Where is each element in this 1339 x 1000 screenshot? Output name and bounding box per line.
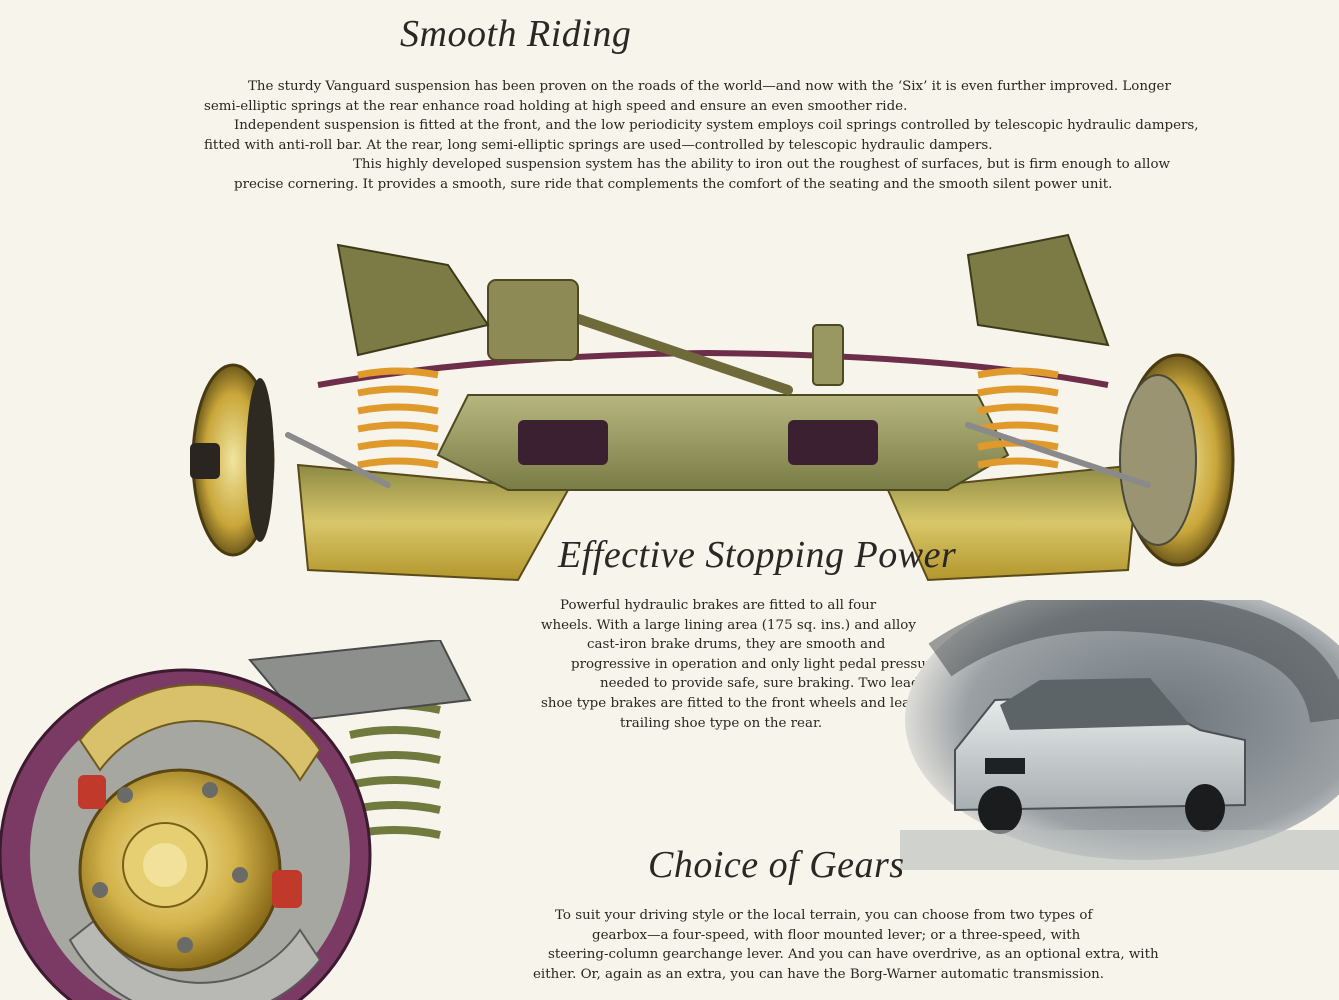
stopping-power-heading: Effective Stopping Power: [558, 534, 957, 576]
smooth-riding-heading: Smooth Riding: [400, 13, 632, 55]
text-line: precise cornering. It provides a smooth,…: [234, 176, 1113, 192]
text-line: semi-elliptic springs at the rear enhanc…: [204, 98, 908, 114]
smooth-riding-text: The sturdy Vanguard suspension has been …: [0, 77, 1339, 195]
text-line: trailing shoe type on the rear.: [620, 715, 823, 731]
brake-drum-illustration: [0, 640, 472, 1000]
choice-of-gears-heading: Choice of Gears: [648, 844, 905, 886]
stopping-power-text: Powerful hydraulic brakes are fitted to …: [0, 596, 970, 733]
text-line: wheels. With a large lining area (175 sq…: [541, 617, 916, 633]
text-line: shoe type brakes are fitted to the front…: [541, 695, 970, 711]
text-line: gearbox—a four-speed, with floor mounted…: [592, 927, 1081, 943]
text-line: cast-iron brake drums, they are smooth a…: [587, 637, 886, 653]
text-line: fitted with anti-roll bar. At the rear, …: [204, 137, 993, 153]
text-line: To suit your driving style or the local …: [555, 908, 1093, 923]
text-line: This highly developed suspension system …: [353, 157, 1170, 173]
text-line: progressive in operation and only light …: [571, 656, 956, 672]
text-line: Powerful hydraulic brakes are fitted to …: [560, 598, 877, 613]
choice-of-gears-text: To suit your driving style or the local …: [0, 906, 1159, 984]
text-line: either. Or, again as an extra, you can h…: [533, 966, 1105, 982]
text-line: The sturdy Vanguard suspension has been …: [248, 79, 1171, 94]
text-line: needed to provide safe, sure braking. Tw…: [600, 676, 941, 692]
text-line: Independent suspension is fitted at the …: [234, 118, 1199, 134]
suspension-illustration: [190, 233, 1235, 582]
text-line: steering-column gearchange lever. And yo…: [548, 947, 1159, 963]
car-photo: [900, 600, 1339, 870]
